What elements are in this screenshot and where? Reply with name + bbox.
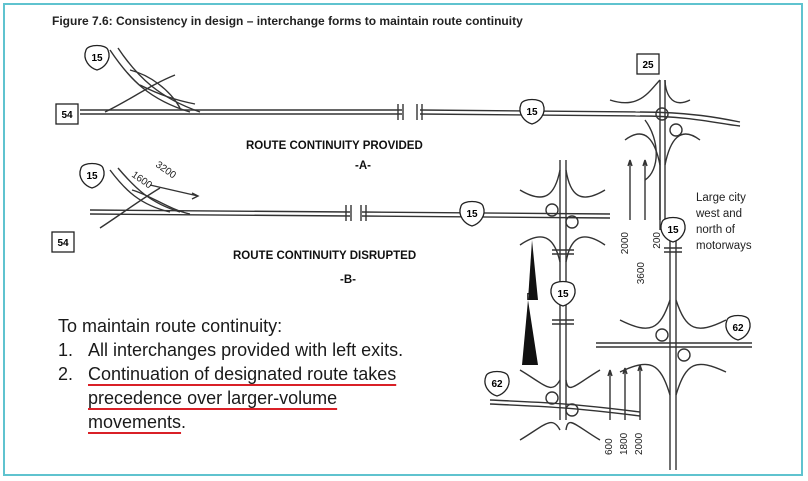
note-line: west and: [696, 208, 743, 220]
volume-top-1: 2000: [620, 232, 631, 255]
shield-b-center: 15: [459, 200, 485, 227]
shield-b-vertical-mid-label: 15: [557, 289, 569, 300]
shield-right-east-label: 62: [732, 323, 744, 334]
item-number: 1.: [58, 340, 74, 360]
shield-a-center-label: 15: [526, 107, 538, 118]
shield-right-east: 62: [725, 314, 751, 341]
shield-b-top-left: 15: [79, 162, 105, 189]
route-b-interchange: [519, 160, 606, 420]
takeaway-heading: To maintain route continuity:: [58, 316, 283, 336]
takeaway-item-1: 1. All interchanges provided with left ex…: [58, 338, 403, 362]
shield-right-vertical: 15: [660, 216, 686, 243]
shield-b-left-label: 54: [57, 238, 69, 249]
item-text-underlined: precedence over larger-volume: [88, 388, 338, 408]
shield-right-vertical-label: 15: [667, 225, 679, 236]
route-b-west-fork: [99, 167, 191, 229]
route-a-mainline: [80, 104, 641, 120]
takeaway-list: To maintain route continuity: 1. All inte…: [58, 314, 403, 434]
shield-a-left: 54: [55, 103, 79, 125]
item-text: All interchanges provided with left exit…: [88, 340, 404, 360]
caption-b-line1: ROUTE CONTINUITY DISRUPTED: [233, 250, 417, 262]
shield-a-center: 15: [519, 98, 545, 125]
route-b-south-interchange: [489, 369, 641, 441]
shield-b-vertical-mid: 15: [550, 280, 576, 307]
svg-text:N: N: [526, 292, 533, 303]
figure-title: Figure 7.6: Consistency in design – inte…: [52, 14, 523, 28]
volume-bottom-3: 2000: [634, 432, 645, 455]
shield-b-left: 54: [51, 231, 75, 253]
item-number: 2.: [58, 364, 74, 384]
volume-arrows-top: [627, 159, 661, 220]
item-text-underlined: Continuation of designated route takes: [88, 364, 397, 384]
note-line: motorways: [696, 240, 752, 252]
note-line: north of: [696, 224, 735, 236]
right-interchange: [596, 230, 752, 470]
shield-a-top-right-label: 25: [642, 60, 654, 71]
caption-b-line2: -B-: [340, 274, 356, 286]
large-city-note: Large city west and north of motorways: [696, 190, 752, 254]
takeaway-item-2: 2. Continuation of designated route takes: [58, 362, 403, 386]
volume-bottom-2: 1800: [619, 432, 630, 455]
shield-a-top-left: 15: [84, 44, 110, 71]
shield-b-center-label: 15: [466, 209, 478, 220]
takeaway-item-2-cont: precedence over larger-volume: [58, 386, 403, 410]
volume-b-2: 3200: [153, 159, 178, 181]
volume-bottom-1: 600: [604, 438, 615, 455]
shield-a-top-left-label: 15: [91, 53, 103, 64]
note-line: Large city: [696, 192, 746, 204]
shield-a-left-label: 54: [61, 110, 73, 121]
route-a-west-fork: [104, 47, 201, 113]
caption-a-line1: ROUTE CONTINUITY PROVIDED: [246, 140, 423, 152]
north-arrow-icon: N: [522, 240, 538, 365]
volume-top-3: 200: [652, 232, 663, 249]
item-text-underlined: movements: [88, 412, 182, 432]
takeaway-item-2-cont: movements.: [58, 410, 403, 434]
shield-a-top-right: 25: [636, 53, 660, 75]
shield-b-top-left-label: 15: [86, 171, 98, 182]
shield-b-bottom: 62: [484, 370, 510, 397]
volume-arrow-b: [149, 184, 200, 200]
volume-top-2: 3600: [636, 262, 647, 285]
shield-b-bottom-label: 62: [491, 379, 503, 390]
volume-b-1: 1600: [129, 169, 154, 191]
caption-a-line2: -A-: [355, 160, 371, 172]
volume-arrows-bottom: [607, 364, 643, 420]
item-tail: .: [181, 412, 187, 432]
